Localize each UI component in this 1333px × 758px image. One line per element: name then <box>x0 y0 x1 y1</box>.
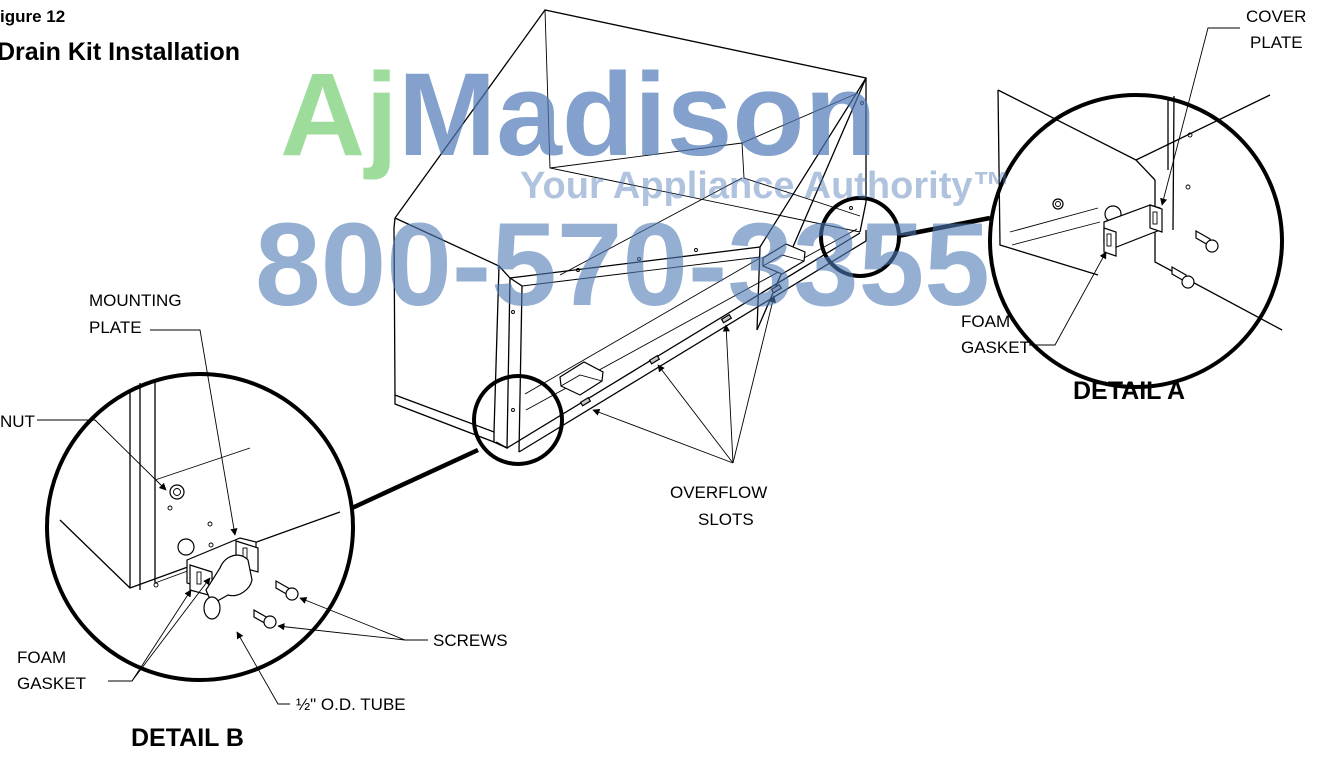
overflow-slot <box>579 396 592 407</box>
label-tube: ½" O.D. TUBE <box>296 695 406 714</box>
zoom-circle-b <box>472 374 564 466</box>
detail-b-view <box>45 372 355 682</box>
connector-b <box>351 447 479 511</box>
detail-a-view <box>988 89 1284 389</box>
label-foam-gasket-b: FOAM <box>17 648 66 667</box>
figure-number: igure 12 <box>0 7 65 26</box>
label-detail-b: DETAIL B <box>131 724 244 752</box>
label-overflow-slots-2: SLOTS <box>698 510 754 529</box>
watermark-brand: AjMadison <box>280 49 877 181</box>
overflow-slot <box>648 354 661 365</box>
tube-part <box>205 554 253 605</box>
floor-pad-right <box>762 243 806 275</box>
floor-pad-left <box>559 361 604 396</box>
label-cover-plate: COVER <box>1246 7 1306 26</box>
label-foam-gasket-b-2: GASKET <box>17 674 86 693</box>
watermark-tagline: Your Appliance Authority™ <box>520 165 1011 207</box>
label-cover-plate-2: PLATE <box>1250 33 1303 52</box>
overflow-slot <box>770 283 783 294</box>
label-mounting-plate-2: PLATE <box>89 318 142 337</box>
overflow-slot <box>720 313 733 324</box>
label-detail-a: DETAIL A <box>1073 377 1185 405</box>
label-overflow-slots: OVERFLOW <box>670 483 767 502</box>
label-foam-gasket-a-2: GASKET <box>961 338 1030 357</box>
label-foam-gasket-a: FOAM <box>961 312 1010 331</box>
label-nut: NUT <box>0 412 35 431</box>
zoom-circle-a <box>819 196 901 278</box>
connector-a <box>897 215 991 239</box>
nut-part <box>169 484 185 500</box>
figure-title: Drain Kit Installation <box>0 38 240 66</box>
watermark: AjMadison Your Appliance Authority™ 800-… <box>255 49 1011 331</box>
label-screws: SCREWS <box>433 631 508 650</box>
watermark-phone: 800-570-3355 <box>255 199 990 331</box>
wall-sleeve-cabinet <box>393 9 867 453</box>
label-mounting-plate: MOUNTING <box>89 291 182 310</box>
